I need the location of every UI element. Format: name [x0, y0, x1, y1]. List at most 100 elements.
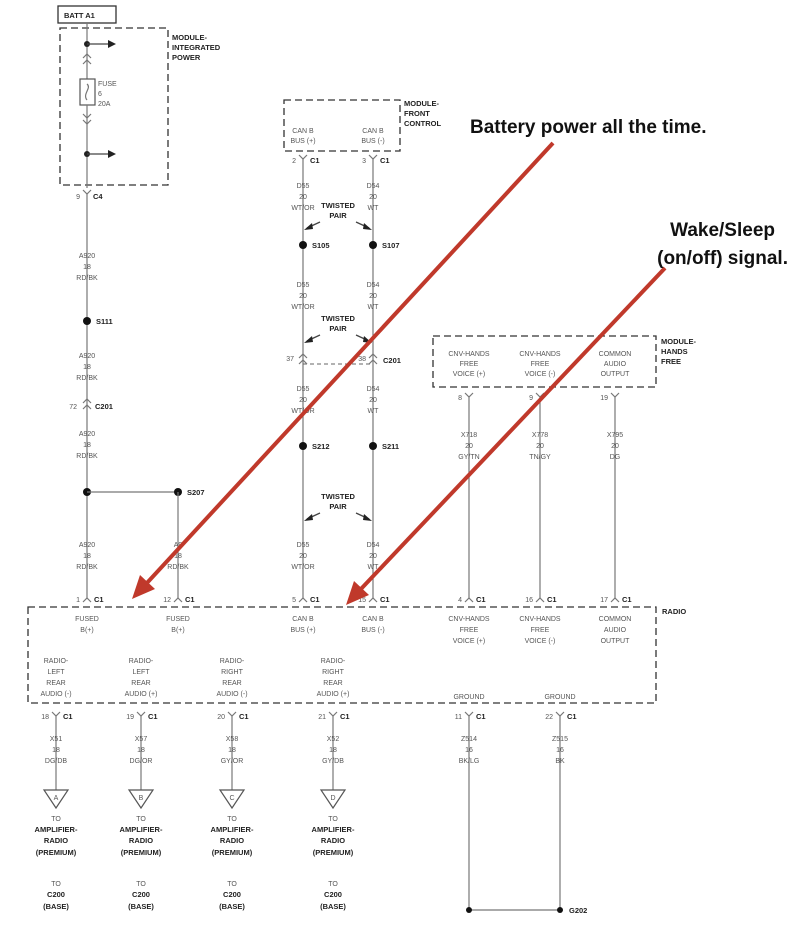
pin-number: 72 [69, 404, 77, 411]
wire-label-z515: Z515 16 BK [552, 736, 568, 765]
svg-text:TO: TO [328, 881, 338, 888]
svg-text:TWISTED: TWISTED [321, 492, 355, 501]
svg-text:C200: C200 [223, 890, 241, 899]
connector-symbol [82, 189, 92, 195]
svg-text:Z514: Z514 [461, 736, 477, 743]
svg-text:B(+): B(+) [171, 627, 184, 634]
svg-text:C1: C1 [63, 712, 73, 721]
radio-top-connectors: 1 C1 12 C1 5 C1 15 C1 4 C1 16 C1 17 C1 [76, 595, 632, 604]
connector-symbol [464, 392, 474, 398]
svg-text:RADIO-: RADIO- [220, 658, 245, 665]
svg-text:18: 18 [83, 364, 91, 371]
svg-text:X795: X795 [607, 432, 623, 439]
radio-common-audio-label: COMMON AUDIO OUTPUT [599, 616, 632, 645]
svg-text:LEFT: LEFT [47, 669, 65, 676]
splice-s105-label: S105 [312, 241, 330, 250]
hf-voice-minus-label: CNV-HANDS FREE VOICE (-) [519, 351, 561, 378]
svg-text:GY/DB: GY/DB [322, 758, 344, 765]
svg-text:CNV-HANDS: CNV-HANDS [448, 351, 490, 358]
dest-amplifier-d: TO AMPLIFIER- RADIO (PREMIUM) TO C200 (B… [312, 816, 355, 911]
svg-text:A920: A920 [79, 253, 95, 260]
connector-c4-label: C4 [93, 192, 103, 201]
svg-text:19: 19 [126, 714, 134, 721]
svg-text:A920: A920 [79, 431, 95, 438]
svg-text:WT/OR: WT/OR [291, 304, 314, 311]
svg-text:(BASE): (BASE) [128, 902, 154, 911]
svg-text:CAN B: CAN B [362, 616, 384, 623]
svg-text:18: 18 [83, 442, 91, 449]
svg-text:20: 20 [465, 443, 473, 450]
pin-number: 2 [292, 158, 296, 165]
hands-free-label: MODULE- HANDS FREE [661, 337, 696, 366]
splice-dot [369, 241, 377, 249]
front-control-label: MODULE- FRONT CONTROL [404, 99, 441, 128]
svg-text:20: 20 [369, 293, 377, 300]
svg-text:WT: WT [368, 205, 380, 212]
svg-text:FRONT: FRONT [404, 109, 430, 118]
svg-text:C200: C200 [324, 890, 342, 899]
svg-text:A: A [54, 795, 59, 802]
svg-text:VOICE (-): VOICE (-) [525, 371, 556, 378]
hands-free-module-box [432, 335, 657, 388]
svg-text:PAIR: PAIR [329, 211, 347, 220]
svg-text:AUDIO (+): AUDIO (+) [317, 691, 350, 698]
svg-text:CAN B: CAN B [292, 616, 314, 623]
svg-text:C1: C1 [185, 595, 195, 604]
svg-text:BK: BK [555, 758, 565, 765]
wire-label-a920: A920 18 RD/BK [76, 253, 98, 282]
svg-text:16: 16 [556, 747, 564, 754]
svg-text:(BASE): (BASE) [219, 902, 245, 911]
svg-text:C1: C1 [310, 595, 320, 604]
integrated-power-label: MODULE- INTEGRATED POWER [172, 33, 221, 62]
splice-s111-label: S111 [96, 317, 113, 326]
dest-amplifier-b: TO AMPLIFIER- RADIO (PREMIUM) TO C200 (B… [120, 816, 163, 911]
svg-text:C200: C200 [132, 890, 150, 899]
svg-text:18: 18 [174, 553, 182, 560]
connector-c1-label: C1 [380, 156, 390, 165]
pin-number: 9 [529, 395, 533, 402]
svg-text:18: 18 [83, 553, 91, 560]
connector-symbol [610, 392, 620, 398]
wire-label-d55: D55 20 WT/OR [291, 282, 314, 311]
wire-label-d55: D55 20 WT/OR [291, 542, 314, 571]
svg-text:6: 6 [98, 91, 102, 98]
svg-text:(PREMIUM): (PREMIUM) [313, 848, 354, 857]
svg-text:CAN B: CAN B [292, 128, 314, 135]
svg-text:CONTROL: CONTROL [404, 119, 441, 128]
radio-left-rear-plus-label: RADIO- LEFT REAR AUDIO (+) [125, 658, 158, 698]
svg-text:AUDIO: AUDIO [604, 627, 627, 634]
wake-sleep-callout-text: Wake/Sleep [670, 220, 775, 241]
svg-text:COMMON: COMMON [599, 351, 632, 358]
front-control-module-box [283, 99, 401, 152]
svg-text:RIGHT: RIGHT [221, 669, 244, 676]
connector-symbol [298, 353, 308, 365]
svg-text:20: 20 [299, 293, 307, 300]
svg-text:WT: WT [368, 408, 380, 415]
svg-text:C1: C1 [622, 595, 632, 604]
splice-dot [369, 442, 377, 450]
pin-number: 3 [362, 158, 366, 165]
svg-text:RD/BK: RD/BK [76, 453, 98, 460]
svg-text:OUTPUT: OUTPUT [601, 371, 631, 378]
svg-text:TO: TO [227, 881, 237, 888]
svg-text:RD/BK: RD/BK [76, 275, 98, 282]
battery-callout-text: Battery power all the time. [470, 117, 707, 138]
svg-text:20: 20 [369, 397, 377, 404]
dest-amplifier-c: TO AMPLIFIER- RADIO (PREMIUM) TO C200 (B… [211, 816, 254, 911]
splice-dot [299, 241, 307, 249]
svg-text:TWISTED: TWISTED [321, 201, 355, 210]
svg-text:LEFT: LEFT [132, 669, 150, 676]
wire-label-d55: D55 20 WT/OR [291, 386, 314, 415]
svg-text:(BASE): (BASE) [43, 902, 69, 911]
svg-text:(PREMIUM): (PREMIUM) [36, 848, 77, 857]
wire-label-x58: X58 18 GY/OR [221, 736, 244, 765]
svg-text:C1: C1 [476, 595, 486, 604]
svg-text:4: 4 [458, 597, 462, 604]
svg-text:X52: X52 [327, 736, 340, 743]
wire-label-d54: D54 20 WT [367, 542, 380, 571]
splice-dot [83, 317, 91, 325]
ref-triangle-c: C [218, 789, 246, 810]
svg-text:HANDS: HANDS [661, 347, 688, 356]
svg-text:D54: D54 [367, 183, 380, 190]
svg-text:18: 18 [228, 747, 236, 754]
